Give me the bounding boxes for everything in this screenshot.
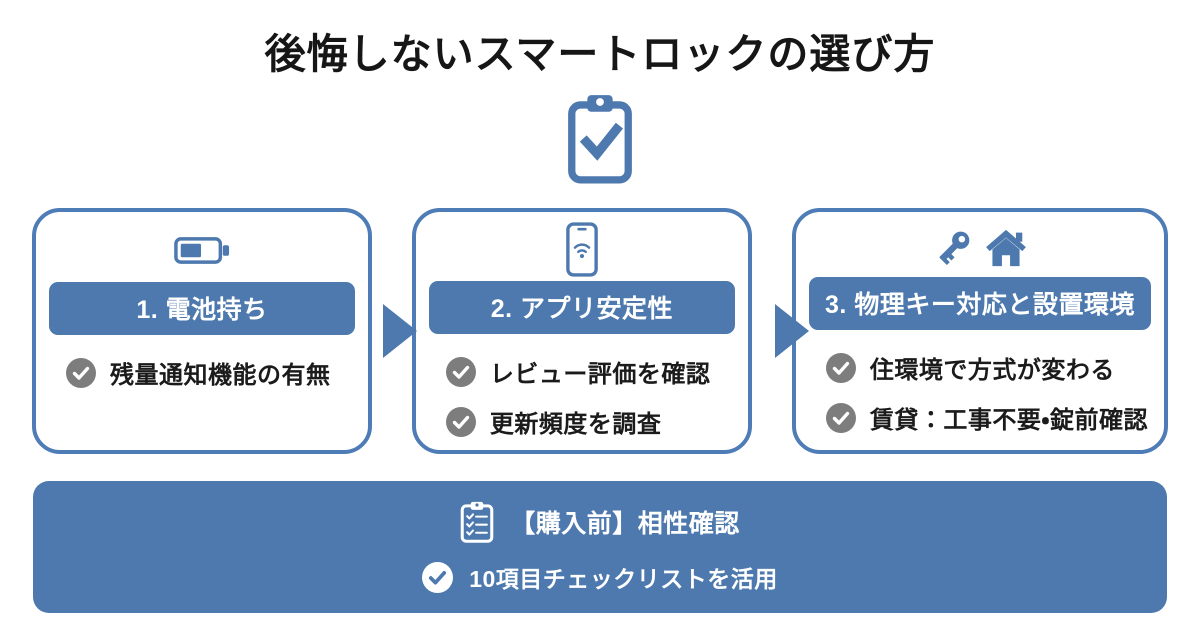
check-item: 賃貸：工事不要・錠前確認 xyxy=(825,400,1149,435)
check-circle-icon xyxy=(445,406,476,437)
battery-icon xyxy=(174,236,229,264)
flow-arrow-icon xyxy=(383,304,417,358)
step-icon-row xyxy=(566,222,598,277)
flow-arrow-icon xyxy=(775,304,809,358)
key-icon xyxy=(939,231,970,265)
page-title: 後悔しないスマートロックの選び方 xyxy=(264,31,936,77)
step-card-key-environment: 3. 物理キー対応と設置環境 住環境で方式が変わる 賃貸：工事不要・錠前確認 xyxy=(791,208,1169,454)
check-circle-icon xyxy=(445,356,476,387)
check-item-label: 残量通知機能の有無 xyxy=(110,362,331,389)
check-item-label: 住環境で方式が変わる xyxy=(869,357,1115,384)
top-icon-wrap xyxy=(0,92,1200,188)
pre-purchase-banner: 【購入前】相性確認 10項目チェックリストを活用 xyxy=(33,481,1167,613)
check-circle-icon xyxy=(825,402,856,433)
step-header: 1. 電池持ち xyxy=(49,282,355,335)
step-icon-row xyxy=(933,222,1027,273)
banner-item-label: 10項目チェックリストを活用 xyxy=(469,566,778,592)
steps-row: 1. 電池持ち 残量通知機能の有無 xyxy=(32,208,1169,454)
smartphone-wifi-icon xyxy=(566,222,598,277)
house-icon xyxy=(986,229,1026,266)
check-circle-icon xyxy=(422,561,454,593)
check-circle-icon xyxy=(825,352,856,383)
check-item: 住環境で方式が変わる xyxy=(825,350,1148,385)
clipboard-check-icon xyxy=(568,95,632,184)
banner-sub-row: 10項目チェックリストを活用 xyxy=(422,560,778,594)
check-item-label: 賃貸：工事不要・錠前確認 xyxy=(869,407,1149,434)
step-card-battery: 1. 電池持ち 残量通知機能の有無 xyxy=(32,208,372,454)
check-item-label: 更新頻度を調査 xyxy=(489,411,662,438)
check-item: レビュー評価を確認 xyxy=(445,354,732,389)
check-list: 住環境で方式が変わる 賃貸：工事不要・錠前確認 xyxy=(796,330,1164,450)
check-item: 残量通知機能の有無 xyxy=(66,355,352,390)
banner-title-row: 【購入前】相性確認 xyxy=(460,500,740,544)
banner-title: 【購入前】相性確認 xyxy=(510,510,740,538)
checklist-icon xyxy=(460,501,494,543)
check-item: 更新頻度を調査 xyxy=(445,404,732,439)
check-item-label: レビュー評価を確認 xyxy=(489,361,711,388)
check-list: 残量通知機能の有無 xyxy=(36,335,368,405)
step-header: 3. 物理キー対応と設置環境 xyxy=(808,277,1152,330)
check-list: レビュー評価を確認 更新頻度を調査 xyxy=(416,334,748,454)
infographic-canvas: 後悔しないスマートロックの選び方 1. 電池持ち xyxy=(0,20,1200,630)
check-circle-icon xyxy=(66,357,96,388)
step-card-app: 2. アプリ安定性 レビュー評価を確認 更新頻度を調査 xyxy=(411,208,752,454)
step-header: 2. アプリ安定性 xyxy=(428,281,735,334)
step-icon-row xyxy=(174,222,230,278)
